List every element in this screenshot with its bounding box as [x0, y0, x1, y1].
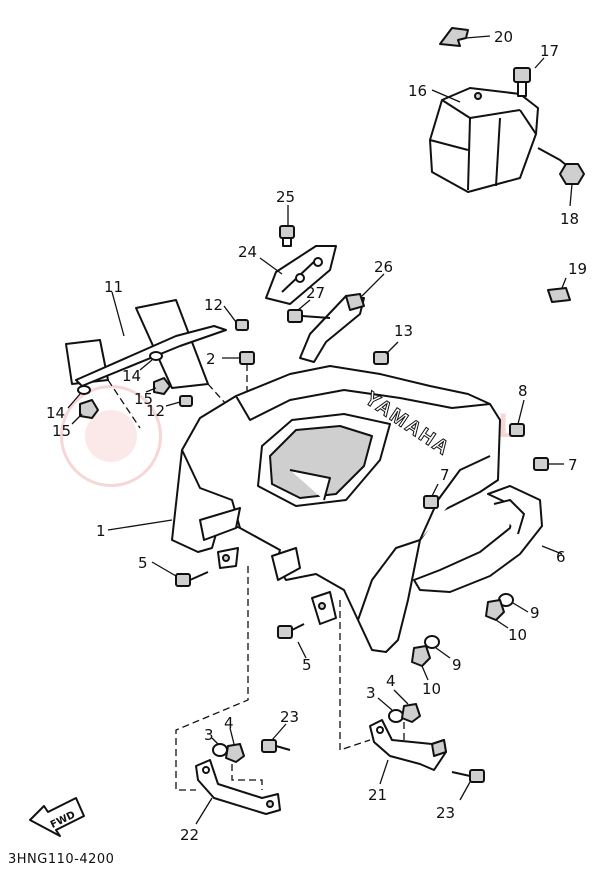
part-24-bracket [259, 245, 337, 305]
callout-9-center: 9 [452, 656, 462, 674]
callout-2: 2 [206, 350, 216, 368]
callout-19: 19 [568, 260, 587, 278]
callout-22: 22 [180, 826, 199, 844]
callout-16: 16 [408, 82, 427, 100]
part-25-bolt [279, 205, 295, 247]
callout-15-upper: 15 [134, 390, 153, 408]
part-3-washer-left [211, 737, 228, 757]
part-14-washer-lower [67, 385, 91, 409]
callout-27: 27 [306, 284, 325, 302]
callout-9-right: 9 [530, 604, 540, 622]
callout-4-right: 4 [386, 672, 396, 690]
callout-8: 8 [518, 382, 528, 400]
callout-13: 13 [394, 322, 413, 340]
part-27-bolt [287, 299, 331, 323]
callout-14-upper: 14 [122, 367, 141, 385]
part-16-storage-box [429, 87, 539, 193]
callout-10-center: 10 [422, 680, 441, 698]
part-4-nut-right [393, 689, 421, 723]
callout-26: 26 [374, 258, 393, 276]
part-26-latch [299, 273, 385, 363]
part-2-bolt [222, 351, 255, 494]
part-15-nut-lower [71, 399, 99, 425]
part-19-pad [547, 277, 571, 303]
callout-6: 6 [556, 548, 566, 566]
assembly-line-bracket-left [231, 764, 263, 790]
part-13-bolt [373, 341, 399, 365]
callout-25: 25 [276, 188, 295, 206]
callout-23-right: 23 [436, 804, 455, 822]
part-14-washer-upper [139, 351, 163, 371]
callout-11: 11 [104, 278, 123, 296]
callout-1: 1 [96, 522, 106, 540]
callout-10-right: 10 [508, 626, 527, 644]
callout-17: 17 [540, 42, 559, 60]
callout-14-lower: 14 [46, 404, 65, 422]
callout-23-left: 23 [280, 708, 299, 726]
callout-5-left: 5 [138, 554, 148, 572]
callout-4-left: 4 [224, 714, 234, 732]
callout-7-right: 7 [568, 456, 578, 474]
part-10-nut-right [485, 599, 509, 629]
part-7-bolt-right [533, 457, 564, 471]
callout-24: 24 [238, 243, 257, 261]
assembly-line-center [339, 600, 371, 751]
part-21-bracket [369, 719, 447, 785]
part-17-bolt [513, 57, 545, 97]
part-7-bolt-center [423, 483, 439, 509]
part-1-rear-fender [107, 365, 501, 653]
callout-3-right: 3 [366, 684, 376, 702]
part-12-bolt-lower [165, 395, 193, 407]
part-22-bracket [195, 759, 281, 825]
callout-18: 18 [560, 210, 579, 228]
part-3-washer-right [377, 697, 404, 723]
part-8-bolt [509, 399, 525, 437]
callout-15-lower: 15 [52, 422, 71, 440]
part-10-nut-center [411, 645, 431, 681]
callout-12-upper: 12 [204, 296, 223, 314]
callout-5-center: 5 [302, 656, 312, 674]
callout-21: 21 [368, 786, 387, 804]
part-5-bolt-left [151, 561, 209, 587]
callout-3-left: 3 [204, 726, 214, 744]
callout-7-center: 7 [440, 466, 450, 484]
part-9-washer-center [424, 635, 451, 659]
part-23-bolt-left [261, 723, 291, 753]
assembly-line-left [175, 566, 249, 791]
part-6-grab-bar [413, 485, 563, 593]
part-15-nut-upper [145, 377, 171, 395]
part-12-bolt-upper [223, 305, 249, 331]
callout-12-lower: 12 [146, 402, 165, 420]
callout-20: 20 [494, 28, 513, 46]
fwd-direction-arrow-icon: FWD [29, 797, 85, 837]
diagram-reference-code: 3HNG110-4200 [8, 852, 115, 867]
part-18-nut [537, 147, 585, 207]
part-23-bolt-right [451, 769, 485, 801]
part-5-bolt-center [277, 623, 307, 659]
part-20-clip [439, 27, 491, 47]
part-4-nut-left [225, 727, 245, 763]
